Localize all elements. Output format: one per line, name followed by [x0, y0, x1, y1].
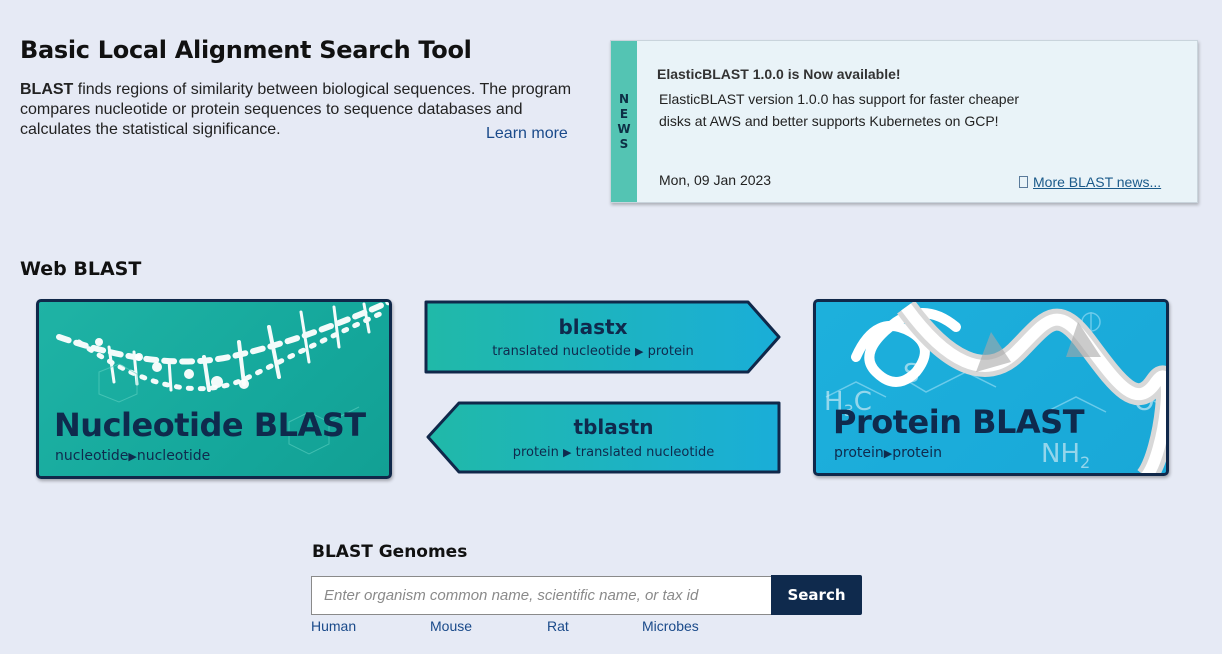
tblastn-title: tblastn [573, 415, 654, 439]
blast-genomes-heading: BLAST Genomes [312, 542, 468, 562]
blastx-card[interactable]: blastx translated nucleotide ▶ protein [423, 299, 783, 375]
organism-search-input[interactable] [311, 576, 772, 615]
tblastn-subtitle: protein ▶ translated nucleotide [435, 445, 792, 460]
organism-link-rat[interactable]: Rat [547, 618, 569, 634]
right-triangle-icon: ▶ [634, 345, 644, 358]
protein-blast-card[interactable]: H3C S NH2 OH Protein BLAST protein▶prote… [813, 299, 1169, 476]
sub-from: protein [512, 445, 559, 460]
sub-from: nucleotide [55, 448, 129, 464]
right-triangle-icon: ▶ [128, 450, 137, 463]
more-news-label: More BLAST news... [1033, 174, 1162, 190]
more-news-link[interactable]: More BLAST news... [1019, 174, 1161, 190]
organism-link-microbes[interactable]: Microbes [642, 618, 699, 634]
news-panel: N E W S ElasticBLAST 1.0.0 is Now availa… [610, 40, 1198, 203]
sub-to: translated nucleotide [575, 445, 715, 460]
sub-from: protein [834, 445, 884, 461]
news-title[interactable]: ElasticBLAST 1.0.0 is Now available! [657, 66, 901, 82]
svg-text:NH2: NH2 [1041, 439, 1090, 472]
protein-helix-illustration: H3C S NH2 OH [824, 302, 1166, 473]
protein-blast-subtitle: protein▶protein [834, 445, 942, 461]
document-icon [1019, 176, 1028, 188]
news-date: Mon, 09 Jan 2023 [659, 172, 772, 188]
news-strip: N E W S [611, 41, 637, 202]
news-letter: S [619, 136, 629, 151]
blastx-title: blastx [558, 315, 628, 339]
intro-text: finds regions of similarity between biol… [20, 81, 572, 138]
blastx-subtitle: translated nucleotide ▶ protein [413, 344, 773, 359]
intro-section: Basic Local Alignment Search Tool BLAST … [20, 36, 580, 142]
intro-description: BLAST finds regions of similarity betwee… [20, 80, 580, 140]
news-letter: E [619, 106, 629, 121]
sub-to: protein [892, 445, 942, 461]
organism-link-mouse[interactable]: Mouse [430, 618, 473, 634]
learn-more-link[interactable]: Learn more [486, 125, 568, 142]
right-triangle-icon: ▶ [563, 446, 572, 459]
nucleotide-blast-title: Nucleotide BLAST [54, 406, 366, 444]
page-title: Basic Local Alignment Search Tool [20, 36, 472, 64]
right-arrow-shape [424, 300, 781, 374]
search-button[interactable]: Search [771, 575, 862, 615]
dna-helix-illustration [56, 302, 389, 455]
news-letter: N [618, 91, 630, 106]
tblastn-card[interactable]: tblastn protein ▶ translated nucleotide [425, 400, 782, 475]
news-letter: W [617, 121, 631, 136]
organism-link-human[interactable]: Human [311, 618, 357, 634]
left-arrow-shape [426, 401, 781, 474]
sub-to: protein [647, 344, 694, 359]
right-triangle-icon: ▶ [883, 447, 893, 460]
news-body: ElasticBLAST version 1.0.0 has support f… [659, 91, 1020, 129]
sub-from: translated nucleotide [492, 344, 631, 359]
blast-bold: BLAST [20, 81, 74, 98]
nucleotide-blast-card[interactable]: Nucleotide BLAST nucleotide▶nucleotide [36, 299, 392, 479]
nucleotide-blast-subtitle: nucleotide▶nucleotide [55, 448, 210, 464]
web-blast-heading: Web BLAST [20, 258, 142, 280]
sub-to: nucleotide [136, 448, 211, 464]
protein-blast-title: Protein BLAST [833, 403, 1085, 441]
